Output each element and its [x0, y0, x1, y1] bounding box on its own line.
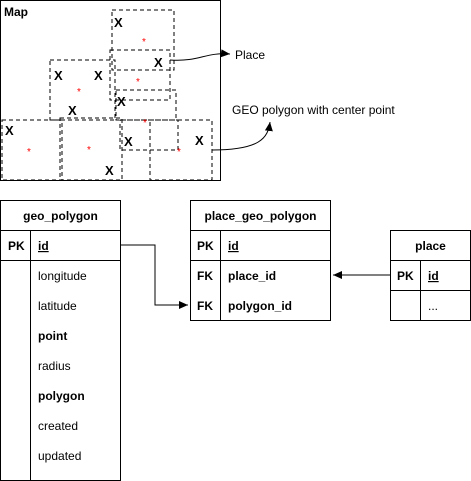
geo-polygon-table: geo_polygon PK id longitude latitude poi…	[0, 200, 121, 481]
place-marker: X	[105, 163, 114, 178]
key-label: FK	[197, 269, 213, 283]
place-marker: X	[195, 133, 204, 148]
table-title: geo_polygon	[23, 209, 98, 223]
field-label: ...	[428, 299, 438, 313]
center-point: *	[177, 147, 181, 158]
place-marker: X	[68, 103, 77, 118]
place-table: place PK id ...	[390, 230, 471, 321]
field-label: latitude	[38, 299, 77, 313]
field-label: id	[228, 239, 239, 253]
place-marker: X	[94, 68, 103, 83]
center-point: *	[77, 87, 81, 98]
field-label: polygon	[38, 389, 85, 403]
geo-polygon-area	[111, 9, 175, 71]
map-title: Map	[4, 5, 28, 19]
field-label: place_id	[228, 269, 276, 283]
place-marker: X	[117, 94, 126, 109]
geo-polygon-area	[49, 59, 116, 121]
place-geo-polygon-table: place_geo_polygon PK id FK place_id FK p…	[190, 200, 331, 321]
place-annotation: Place	[235, 48, 265, 62]
field-label: id	[428, 269, 439, 283]
field-label: radius	[38, 359, 71, 373]
place-marker: X	[124, 134, 133, 149]
geo-polygon-area	[119, 119, 179, 151]
place-marker: X	[114, 15, 123, 30]
center-point: *	[136, 77, 140, 88]
field-label: id	[38, 239, 49, 253]
geo-polygon-area	[1, 119, 63, 181]
table-title: place	[415, 239, 446, 253]
field-label: polygon_id	[228, 299, 292, 313]
geo-polygon-annotation: GEO polygon with center point	[232, 103, 395, 117]
place-marker: X	[5, 123, 14, 138]
geo-polygon-annotation-arrow	[211, 121, 273, 151]
table-title: place_geo_polygon	[204, 209, 316, 223]
polygon-id-relation-arrow	[120, 244, 188, 309]
center-point: *	[27, 147, 31, 158]
geo-polygon-area	[109, 49, 171, 101]
key-label: FK	[197, 299, 213, 313]
map-panel: Map X X X X X X X X X X * * * * * * *	[0, 0, 221, 181]
field-label: created	[38, 419, 78, 433]
place-annotation-arrow	[169, 49, 231, 61]
key-label: PK	[397, 269, 414, 283]
key-label: PK	[197, 239, 214, 253]
geo-polygon-area	[59, 117, 123, 181]
center-point: *	[142, 37, 146, 48]
place-marker: X	[54, 68, 63, 83]
center-point: *	[87, 145, 91, 156]
center-point: *	[143, 118, 147, 129]
key-label: PK	[8, 239, 25, 253]
field-label: point	[38, 329, 67, 343]
field-label: updated	[38, 449, 81, 463]
field-label: longitude	[38, 269, 87, 283]
map-frame	[0, 0, 221, 181]
place-marker: X	[154, 55, 163, 70]
geo-polygon-area	[115, 89, 177, 121]
